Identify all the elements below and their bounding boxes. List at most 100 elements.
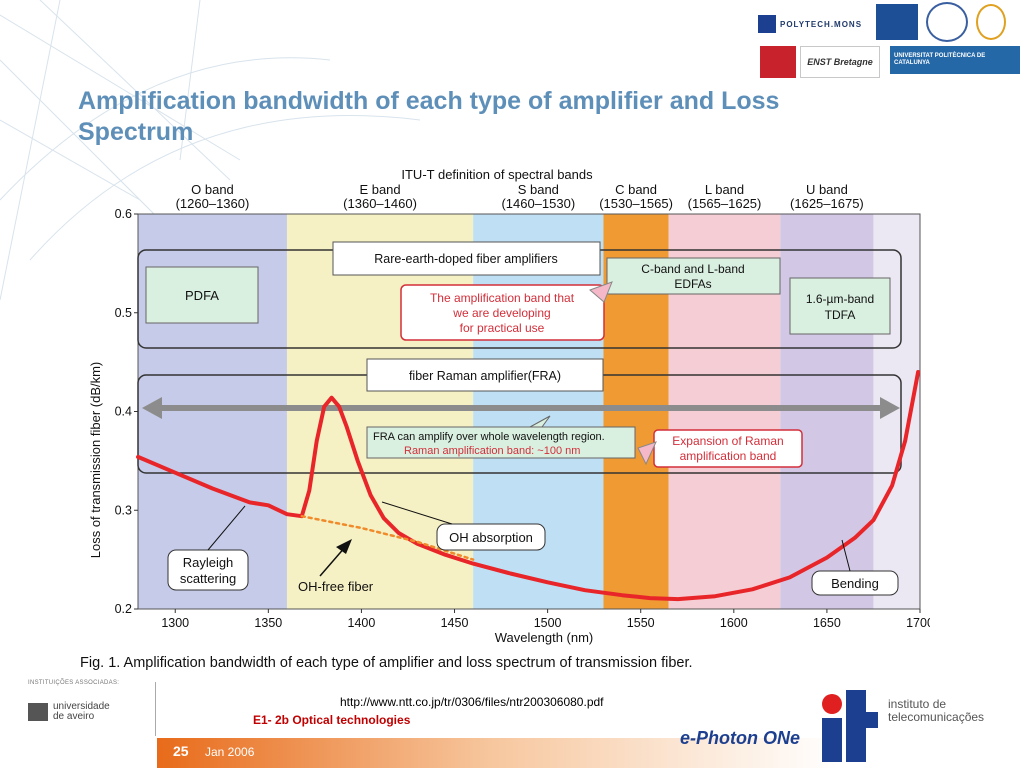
pdfa-box — [145, 266, 259, 324]
polytech-mons-logo: POLYTECH.MONS — [758, 10, 870, 38]
figure-caption: Fig. 1. Amplification bandwidth of each … — [80, 655, 693, 671]
band-name-label: L band — [705, 182, 744, 197]
cl-edfa-box — [606, 257, 781, 295]
tdfa-box — [789, 277, 891, 335]
page-number: 25 — [173, 743, 189, 759]
y-tick-label: 0.6 — [115, 207, 132, 221]
enst-bretagne-label: ENST Bretagne — [807, 57, 873, 67]
partner-logos: POLYTECH.MONS ENST Bretagne UNIVERSITAT … — [758, 0, 1024, 82]
expansion-label-1: Expansion of Raman — [672, 434, 783, 448]
band-range-label: (1530–1565) — [599, 196, 673, 211]
developing-label-3: for practical use — [460, 321, 545, 335]
it-logo-icon — [822, 690, 878, 762]
fra-note-box — [366, 426, 636, 459]
band-name-label: C band — [615, 182, 657, 197]
x-tick-label: 1400 — [348, 616, 376, 630]
rayleigh-leader — [207, 505, 246, 551]
ephoton-one-logo: e-Photon ONe — [680, 728, 800, 748]
band-range-label: (1625–1675) — [790, 196, 864, 211]
enst-bretagne-logo: ENST Bretagne — [800, 46, 880, 78]
university-seal-logo — [926, 2, 968, 42]
upc-logo: UNIVERSITAT POLITÈCNICA DE CATALUNYA — [890, 46, 1020, 74]
developing-label-1: The amplification band that — [430, 291, 575, 305]
y-axis-label: Loss of transmission fiber (dB/km) — [88, 362, 103, 559]
x-tick-label: 1600 — [720, 616, 748, 630]
oh-free-arrow — [319, 539, 352, 577]
slide-date: Jan 2006 — [205, 745, 255, 759]
y-tick-label: 0.3 — [115, 503, 132, 517]
university-crest-logo — [976, 4, 1006, 40]
rare-earth-label: Rare-earth-doped fiber amplifiers — [374, 252, 557, 266]
fra-label: fiber Raman amplifier(FRA) — [409, 369, 561, 383]
expansion-box — [653, 429, 803, 468]
fra-note-1: FRA can amplify over whole wavelength re… — [373, 431, 605, 443]
developing-pointer-icon — [589, 281, 613, 303]
band-name-label: U band — [806, 182, 848, 197]
pdfa-label: PDFA — [185, 288, 219, 303]
cl-edfa-label-2: EDFAs — [674, 277, 711, 291]
course-label: E1- 2b Optical technologies — [253, 713, 411, 727]
universidade-aveiro-icon — [28, 703, 48, 721]
universidade-aveiro-name-1: universidade — [53, 701, 110, 712]
fra-double-arrow — [142, 397, 900, 419]
band-name-label: O band — [191, 182, 234, 197]
x-tick-label: 1700 — [906, 616, 930, 630]
band-range-label: (1360–1460) — [343, 196, 417, 211]
y-tick-label: 0.4 — [115, 405, 132, 419]
band-name-label: E band — [359, 182, 400, 197]
x-tick-label: 1450 — [441, 616, 469, 630]
band-name-label: S band — [518, 182, 559, 197]
oh-free-label: OH-free fiber — [298, 579, 374, 594]
slide-title: Amplification bandwidth of each type of … — [78, 87, 780, 146]
fra-note-pointer-icon — [529, 415, 551, 428]
loss-spectrum-chart: O band(1260–1360) E band(1360–1460) S band… — [80, 167, 930, 671]
tdfa-label-2: TDFA — [825, 308, 856, 322]
expansion-pointer-icon — [637, 441, 657, 466]
upc-label: UNIVERSITAT POLITÈCNICA DE CATALUNYA — [894, 53, 986, 66]
y-tick-label: 0.2 — [115, 602, 132, 616]
band-range-label: (1565–1625) — [688, 196, 762, 211]
cl-edfa-label-1: C-band and L-band — [641, 262, 744, 276]
x-tick-label: 1300 — [161, 616, 189, 630]
it-name-1: instituto de — [888, 697, 947, 711]
band-range-label: (1260–1360) — [176, 196, 250, 211]
y-tick-label: 0.5 — [115, 306, 132, 320]
bending-box — [811, 570, 899, 596]
series-layer — [136, 370, 921, 602]
bending-label: Bending — [831, 576, 879, 591]
it-name: instituto de telecomunicações — [888, 698, 984, 724]
x-tick-label: 1350 — [254, 616, 282, 630]
oh-absorption-label: OH absorption — [449, 530, 533, 545]
footer-separator — [155, 682, 156, 736]
x-tick-label: 1650 — [813, 616, 841, 630]
fra-note-2: Raman amplification band: ~100 nm — [404, 445, 580, 457]
tdfa-label-1: 1.6-µm-band — [806, 292, 874, 306]
expansion-label-2: amplification band — [680, 449, 777, 463]
footer-bar — [157, 738, 837, 768]
telecom-paris-logo — [760, 46, 796, 78]
university-logo-1 — [876, 4, 918, 40]
universidade-aveiro-logo: universidade de aveiro — [28, 702, 110, 722]
x-axis-label: Wavelength (nm) — [495, 630, 594, 645]
rare-earth-box — [332, 241, 601, 276]
rayleigh-label-2: scattering — [180, 571, 236, 586]
loss-curve-line — [136, 370, 921, 602]
band-range-label: (1460–1530) — [501, 196, 575, 211]
axes-layer: 0.2 0.3 0.4 0.5 0.6 1300 1350 1400 1450 1500 1550 1… — [115, 207, 930, 630]
rayleigh-label-1: Rayleigh — [183, 555, 234, 570]
x-tick-label: 1500 — [534, 616, 562, 630]
oh-absorption-leader — [381, 501, 453, 525]
oh-free-fiber-line — [300, 514, 475, 561]
band-region — [780, 214, 874, 609]
source-url[interactable]: http://www.ntt.co.jp/tr/0306/files/ntr20… — [340, 695, 604, 709]
band-labels-layer: O band(1260–1360) E band(1360–1460) S band… — [176, 182, 864, 211]
polytech-mons-icon — [758, 15, 776, 33]
bending-leader — [841, 539, 851, 572]
fra-box — [366, 358, 604, 392]
developing-label-2: we are developing — [452, 306, 550, 320]
associated-institutions-label: INSTITUIÇÕES ASSOCIADAS: — [28, 680, 120, 686]
developing-box — [400, 284, 605, 341]
oh-absorption-box — [436, 523, 546, 551]
x-tick-label: 1550 — [627, 616, 655, 630]
